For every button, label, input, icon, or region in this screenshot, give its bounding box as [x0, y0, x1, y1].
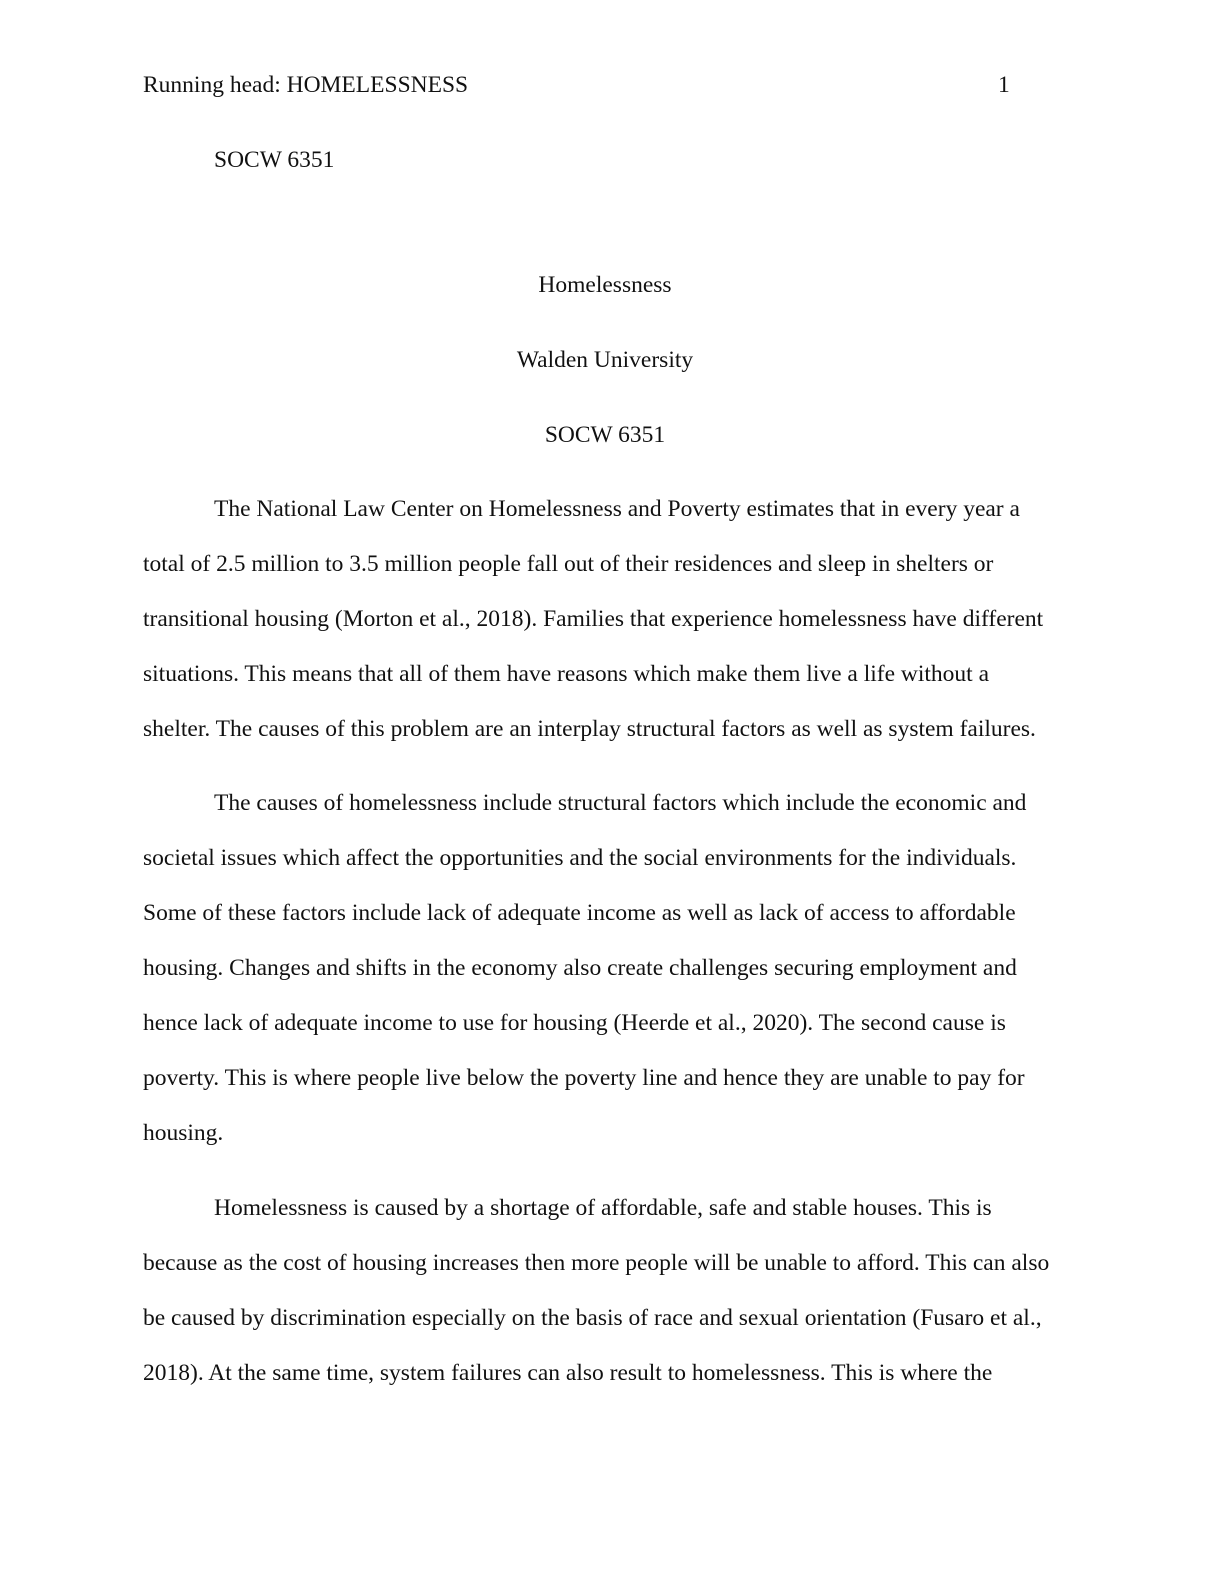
paragraph-3: Homelessness is caused by a shortage of … — [143, 1181, 1083, 1401]
text-line: 2018). At the same time, system failures… — [143, 1360, 993, 1386]
text-line: situations. This means that all of them … — [143, 661, 990, 687]
paragraph-2: The causes of homelessness include struc… — [143, 776, 1083, 1161]
text-line: societal issues which affect the opportu… — [143, 845, 1017, 871]
text-line: because as the cost of housing increases… — [143, 1250, 1050, 1276]
text-line: housing. Changes and shifts in the econo… — [143, 955, 1017, 981]
text-line: total of 2.5 million to 3.5 million peop… — [143, 551, 994, 577]
text-line: The causes of homelessness include struc… — [214, 790, 1027, 816]
paper-title: Homelessness — [538, 272, 672, 298]
paragraph-1: The National Law Center on Homelessness … — [143, 482, 1083, 757]
text-line: The National Law Center on Homelessness … — [214, 496, 1020, 522]
course-name: SOCW 6351 — [544, 422, 666, 448]
text-line: housing. — [143, 1120, 224, 1146]
running-head: Running head: HOMELESSNESS — [143, 72, 469, 98]
text-line: poverty. This is where people live below… — [143, 1065, 1025, 1091]
text-line: transitional housing (Morton et al., 201… — [143, 606, 1044, 632]
text-line: Some of these factors include lack of ad… — [143, 900, 1016, 926]
text-line: be caused by discrimination especially o… — [143, 1305, 1042, 1331]
text-line: shelter. The causes of this problem are … — [143, 716, 1036, 742]
text-line: Homelessness is caused by a shortage of … — [214, 1195, 992, 1221]
course-line: SOCW 6351 — [214, 147, 335, 173]
institution: Walden University — [516, 347, 694, 373]
page-number: 1 — [998, 72, 1010, 98]
text-line: hence lack of adequate income to use for… — [143, 1010, 1006, 1036]
